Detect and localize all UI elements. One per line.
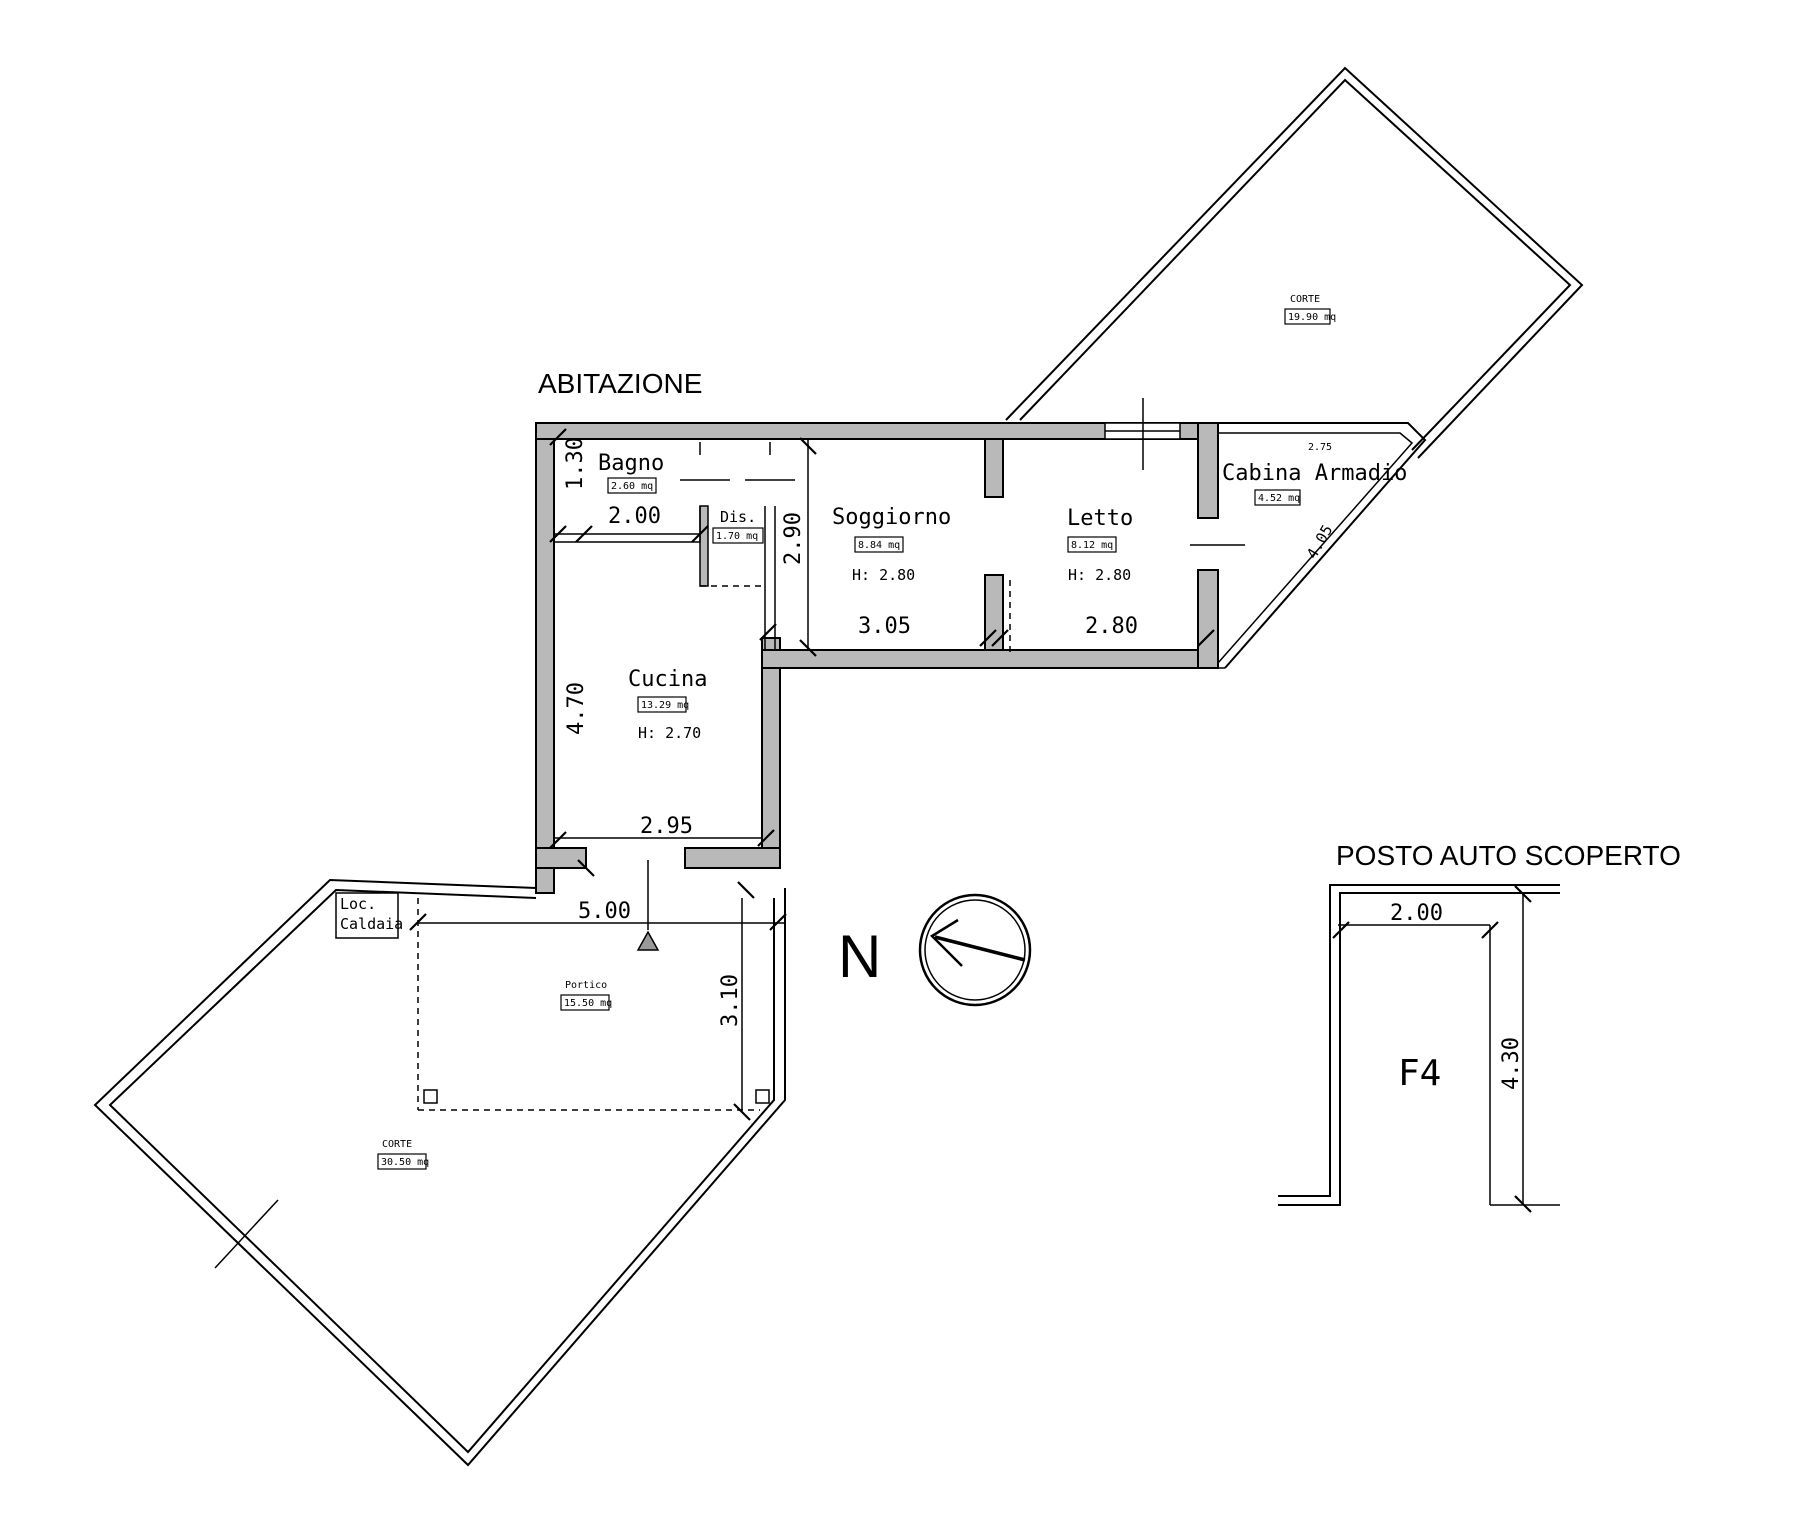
room-area: 13.29 mq xyxy=(641,700,689,711)
room-height: H: 2.70 xyxy=(638,724,701,742)
cabina-armadio-walls xyxy=(1217,422,1427,669)
dim-cucina-height: 4.70 xyxy=(564,682,589,735)
area-box xyxy=(854,536,904,553)
dim-parking-height: 4.30 xyxy=(1499,1037,1524,1090)
room-name: Dis. xyxy=(720,508,756,526)
room-name: Cucina xyxy=(628,667,707,692)
room-cucina: Cucina 13.29 mq H: 2.70 xyxy=(628,667,707,742)
room-name: Letto xyxy=(1067,506,1133,531)
room-name: CORTE xyxy=(1290,294,1320,305)
exterior-walls xyxy=(535,422,1219,894)
room-loc-caldaia: Loc. Caldaia xyxy=(340,895,403,933)
room-portico: Portico 15.50 mq xyxy=(560,980,612,1011)
area-box xyxy=(637,696,687,713)
room-area: 4.52 mq xyxy=(1258,493,1300,504)
room-height: H: 2.80 xyxy=(852,566,915,584)
room-area: 8.84 mq xyxy=(858,540,900,551)
room-area: 2.60 mq xyxy=(611,481,653,492)
room-letto: Letto 8.12 mq H: 2.80 xyxy=(1067,506,1133,584)
room-name: Soggiorno xyxy=(832,505,951,530)
dim-letto-width: 2.80 xyxy=(1085,614,1138,639)
dim-cucina-width: 2.95 xyxy=(640,814,693,839)
room-name: Cabina Armadio xyxy=(1222,461,1407,486)
caldaia-box xyxy=(335,892,399,939)
room-name: CORTE xyxy=(382,1139,412,1150)
room-area: 1.70 mq xyxy=(716,531,758,542)
room-area: 19.90 mq xyxy=(1288,312,1336,323)
area-box xyxy=(1067,536,1117,553)
north-arrow xyxy=(918,893,1032,1007)
house-title: ABITAZIONE xyxy=(538,368,702,399)
parking-space-label: F4 xyxy=(1398,1053,1441,1094)
caldaia-line1: Loc. xyxy=(340,895,376,913)
dimension-ticks xyxy=(409,428,1215,1121)
room-bagno: Bagno 2.60 mq xyxy=(598,451,664,494)
room-area: 15.50 mq xyxy=(564,998,612,1009)
window xyxy=(1104,398,1181,470)
room-height: H: 2.80 xyxy=(1068,566,1131,584)
portico-area xyxy=(417,898,785,1111)
dim-dis-height: 2.90 xyxy=(781,512,806,565)
corte-top-outline xyxy=(1005,66,1584,459)
court-entry-mark xyxy=(214,1199,279,1269)
room-name: Portico xyxy=(565,980,607,991)
dim-bagno-width: 2.00 xyxy=(608,504,661,529)
parking-outline xyxy=(1278,884,1560,1213)
north-label: N xyxy=(838,923,881,990)
area-box xyxy=(607,477,657,494)
room-soggiorno: Soggiorno 8.84 mq H: 2.80 xyxy=(832,505,951,584)
room-corte-top: CORTE 19.90 mq xyxy=(1284,294,1336,325)
dim-soggiorno-width: 3.05 xyxy=(858,614,911,639)
parking-title: POSTO AUTO SCOPERTO xyxy=(1336,840,1681,871)
area-box xyxy=(377,1153,427,1170)
room-area: 30.50 mq xyxy=(381,1157,429,1168)
dim-portico-width: 5.00 xyxy=(578,899,631,924)
corte-bottom-outline xyxy=(93,878,786,1467)
dim-bagno-height: 1.30 xyxy=(563,437,588,490)
room-name: Bagno xyxy=(598,451,664,476)
dim-portico-height: 3.10 xyxy=(718,974,743,1027)
area-box xyxy=(1284,308,1331,325)
area-box xyxy=(712,527,764,544)
dim-parking-width: 2.00 xyxy=(1390,901,1443,926)
room-dis: Dis. 1.70 mq xyxy=(712,508,764,544)
area-box xyxy=(1254,489,1301,506)
caldaia-line2: Caldaia xyxy=(340,915,403,933)
room-area: 8.12 mq xyxy=(1071,540,1113,551)
area-box xyxy=(560,994,610,1011)
room-cabina-armadio: Cabina Armadio 4.52 mq xyxy=(1222,461,1407,506)
dim-cabina-width: 2.75 xyxy=(1308,442,1332,453)
room-corte-bottom: CORTE 30.50 mq xyxy=(377,1139,429,1170)
dim-cabina-diagonal: 4.05 xyxy=(1303,522,1337,562)
